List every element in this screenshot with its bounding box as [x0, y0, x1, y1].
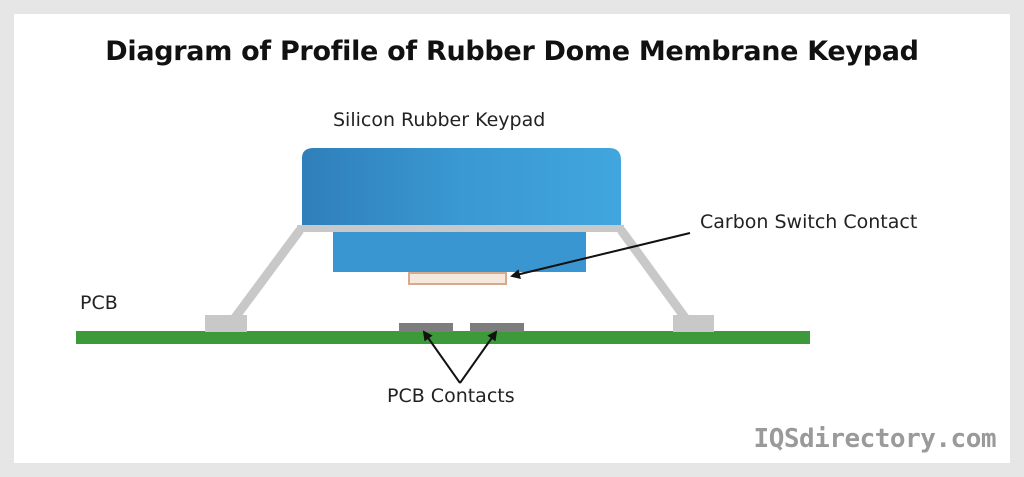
- carbon-switch-contact: [408, 272, 507, 285]
- membrane-foot-right: [673, 315, 714, 332]
- membrane-leg-right: [617, 227, 690, 322]
- pcb-board: [76, 331, 810, 344]
- carbon-contact-label: Carbon Switch Contact: [700, 211, 918, 233]
- membrane-bar: [297, 225, 624, 232]
- membrane-leg-left: [230, 227, 304, 322]
- pcb-contact-right: [470, 323, 524, 332]
- pcb-contacts-label: PCB Contacts: [387, 385, 515, 407]
- pcb-label: PCB: [80, 292, 118, 314]
- pcb-contact-left: [399, 323, 453, 332]
- pcb-contact-arrow-right: [459, 330, 498, 384]
- keypad-upper-body: [302, 148, 621, 226]
- brand-watermark: IQSdirectory.com: [753, 424, 997, 454]
- diagram-title: Diagram of Profile of Rubber Dome Membra…: [105, 36, 919, 67]
- keypad-lower-body: [333, 230, 586, 272]
- keypad-label: Silicon Rubber Keypad: [333, 109, 546, 131]
- membrane-foot-left: [205, 315, 247, 332]
- carbon-contact-arrow: [510, 232, 691, 279]
- pcb-contact-arrow-left: [422, 330, 461, 384]
